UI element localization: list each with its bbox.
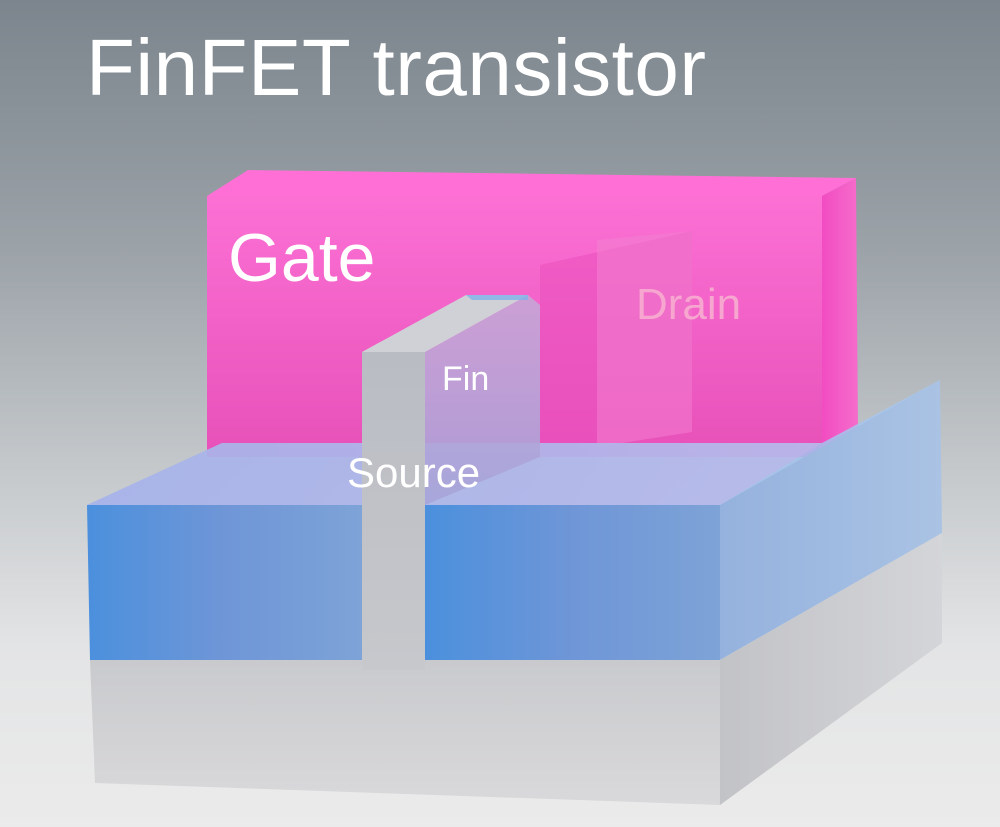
fin xyxy=(362,295,540,670)
fin-back-edge xyxy=(466,295,528,300)
gate-top-face xyxy=(207,170,856,196)
source-label: Source xyxy=(347,449,481,496)
substrate-front-face xyxy=(90,660,720,805)
drain-region xyxy=(597,231,692,447)
substrate xyxy=(90,533,942,805)
substrate-right-face xyxy=(720,533,942,805)
fin-side-face xyxy=(425,295,540,505)
fin-front-face xyxy=(362,352,425,670)
fin-label: Fin xyxy=(442,360,490,398)
diagram-title: FinFET transistor xyxy=(86,23,707,112)
gate-right-face xyxy=(822,178,858,457)
oxide-front-left xyxy=(87,505,362,668)
fin-top-face xyxy=(362,295,528,352)
gate-label: Gate xyxy=(228,220,376,296)
oxide-right-face xyxy=(720,380,942,660)
oxide-front-right xyxy=(425,505,720,668)
drain-label: Drain xyxy=(636,280,742,329)
